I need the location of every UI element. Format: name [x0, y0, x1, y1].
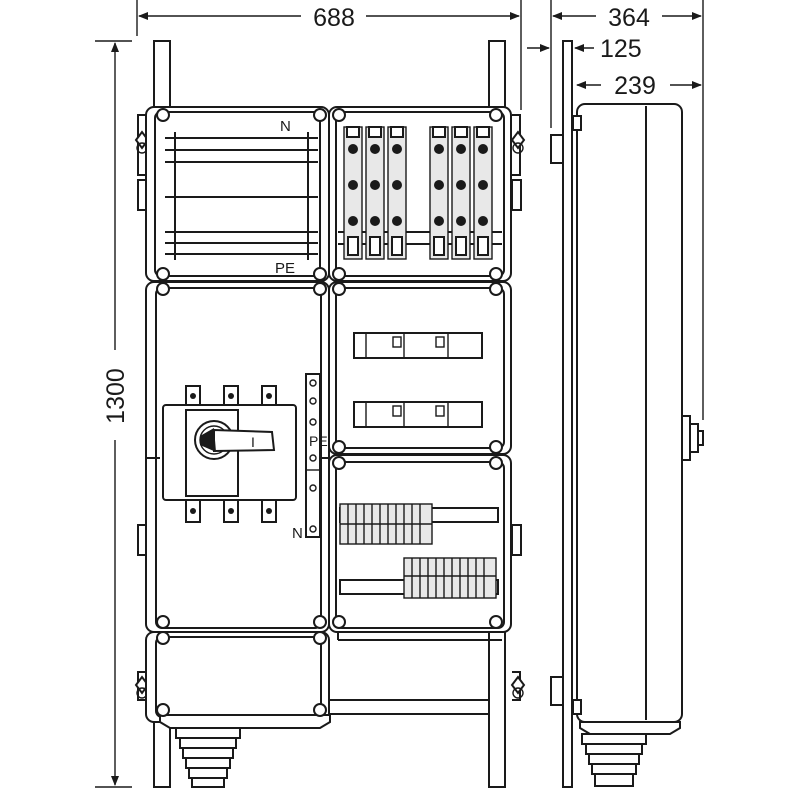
side-enclosure-body: [576, 103, 683, 723]
terminal-block-upper: [339, 503, 499, 545]
breaker-panel: [328, 281, 512, 455]
neutral-label-top: N: [280, 118, 291, 135]
dimension-mount-offset: 125: [527, 35, 642, 63]
switch-position-label: I: [251, 434, 255, 450]
dimension-depth: 364: [550, 0, 704, 420]
fuse-panel: [328, 106, 512, 282]
mount-offset-label: 125: [600, 35, 642, 63]
terminal-block-lower: [339, 557, 499, 599]
neutral-label-bottom: N: [292, 525, 303, 542]
side-mounting-rail: [562, 40, 573, 788]
switch-handle-icon: [194, 420, 276, 460]
pe-label-vertical: PE: [309, 433, 328, 449]
side-cable-gland-icon: [581, 733, 647, 787]
main-switch-panel: I PE N: [145, 281, 330, 633]
height-dimension-label: 1300: [102, 368, 130, 424]
front-view: N PE: [134, 40, 526, 788]
dimension-width: 688: [136, 0, 522, 110]
body-depth-label: 239: [614, 72, 656, 100]
main-switch: I: [162, 385, 297, 523]
panel-screws: [156, 108, 503, 717]
dimension-body-depth: 239: [576, 72, 702, 100]
side-handle-icon: [681, 415, 704, 461]
fuse-holders: [343, 126, 493, 260]
width-dimension-label: 688: [313, 4, 355, 32]
pe-label-top: PE: [275, 260, 295, 277]
busbar-panel: N PE: [145, 106, 330, 282]
cable-gland-icon: [175, 727, 241, 788]
terminal-panel: [328, 454, 512, 633]
dimension-height: 1300: [95, 40, 132, 788]
breaker-row-1: [353, 332, 483, 359]
busbars: [165, 132, 318, 260]
depth-dimension-label: 364: [608, 4, 650, 32]
side-view: [550, 40, 704, 788]
cable-entry-panel: [145, 631, 502, 788]
breaker-row-2: [353, 401, 483, 428]
pe-n-terminal-bar: [305, 373, 321, 538]
